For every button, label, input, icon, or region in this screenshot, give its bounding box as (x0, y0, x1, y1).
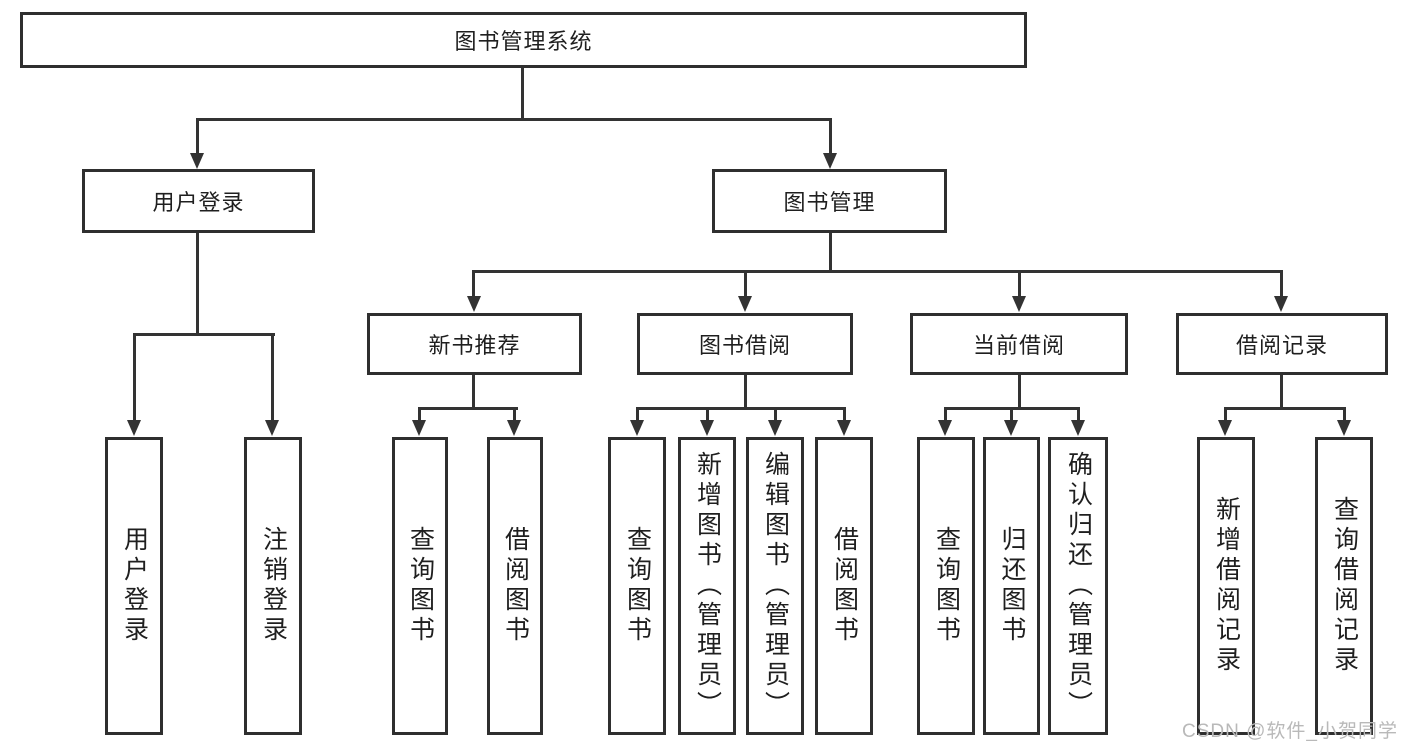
arrow-user-login-icon (190, 153, 204, 169)
node-book-management-label: 图书管理 (783, 190, 876, 215)
arrow-bb-borrow-icon (837, 420, 851, 436)
connector-bb-rail (636, 407, 846, 410)
connector-br-stem (1280, 375, 1283, 409)
arrow-bb-edit-icon (768, 420, 782, 436)
leaf-br-add-record-label: 新增借阅记录 (1212, 496, 1241, 676)
leaf-logout: 注销登录 (244, 437, 302, 735)
leaf-nb-borrow-books-label: 借阅图书 (501, 526, 530, 646)
leaf-nb-borrow-books: 借阅图书 (487, 437, 543, 735)
arrow-borrow-record-icon (1274, 296, 1288, 312)
arrow-br-add-icon (1218, 420, 1232, 436)
leaf-bb-edit-books-admin: 编辑图书（管理员） (746, 437, 804, 735)
leaf-bb-query-books: 查询图书 (608, 437, 666, 735)
connector-cb-confirm-drop (1077, 407, 1080, 421)
leaf-br-query-record-label: 查询借阅记录 (1330, 496, 1359, 676)
connector-br-query-drop (1343, 407, 1346, 421)
arrow-cb-confirm-icon (1071, 420, 1085, 436)
connector-cb-return-drop (1010, 407, 1013, 421)
connector-root-stem (521, 68, 524, 120)
leaf-bb-add-books-admin: 新增图书（管理员） (678, 437, 736, 735)
connector-br-rail (1224, 407, 1346, 410)
connector-book-mgmt-drop (829, 118, 832, 154)
arrow-leaf-login-icon (127, 420, 141, 436)
node-library-system-label: 图书管理系统 (454, 29, 593, 54)
node-user-login-label: 用户登录 (152, 190, 245, 215)
leaf-cb-confirm-return-admin-label: 确认归还（管理员） (1064, 451, 1093, 721)
connector-level3-rail (472, 270, 1283, 273)
connector-cb-query-drop (944, 407, 947, 421)
connector-bb-borrow-drop (843, 407, 846, 421)
arrow-new-book-icon (467, 296, 481, 312)
leaf-bb-add-books-admin-label: 新增图书（管理员） (693, 451, 722, 721)
node-book-borrow-label: 图书借阅 (698, 333, 791, 358)
leaf-bb-edit-books-admin-label: 编辑图书（管理员） (761, 451, 790, 721)
watermark: CSDN @软件_小贺同学 (1182, 721, 1398, 742)
connector-bb-stem (744, 375, 747, 409)
node-new-book-recommend: 新书推荐 (367, 313, 582, 375)
arrow-leaf-logout-icon (265, 420, 279, 436)
arrow-bb-query-icon (630, 420, 644, 436)
connector-nb-borrow-drop (513, 407, 516, 421)
leaf-bb-query-books-label: 查询图书 (623, 526, 652, 646)
connector-current-borrow-drop (1018, 270, 1021, 298)
connector-user-login-stem (196, 233, 199, 336)
connector-bb-query-drop (636, 407, 639, 421)
arrow-book-mgmt-icon (823, 153, 837, 169)
connector-bb-edit-drop (774, 407, 777, 421)
connector-leaf-login-drop (133, 333, 136, 420)
node-library-system: 图书管理系统 (20, 12, 1027, 68)
connector-borrow-record-drop (1280, 270, 1283, 298)
node-book-management: 图书管理 (712, 169, 947, 233)
leaf-nb-query-books: 查询图书 (392, 437, 448, 735)
leaf-logout-label: 注销登录 (259, 526, 288, 646)
node-user-login: 用户登录 (82, 169, 315, 233)
node-current-borrow: 当前借阅 (910, 313, 1128, 375)
node-borrow-record: 借阅记录 (1176, 313, 1388, 375)
arrow-cb-return-icon (1004, 420, 1018, 436)
leaf-cb-return-books-label: 归还图书 (998, 526, 1026, 646)
arrow-nb-borrow-icon (507, 420, 521, 436)
node-current-borrow-label: 当前借阅 (972, 333, 1065, 358)
leaf-br-query-record: 查询借阅记录 (1315, 437, 1373, 735)
node-new-book-recommend-label: 新书推荐 (428, 333, 521, 358)
arrow-book-borrow-icon (738, 296, 752, 312)
leaf-br-add-record: 新增借阅记录 (1197, 437, 1255, 735)
node-book-borrow: 图书借阅 (637, 313, 853, 375)
connector-user-login-drop (196, 118, 199, 154)
connector-leaf-logout-drop (271, 333, 274, 420)
arrow-current-borrow-icon (1012, 296, 1026, 312)
leaf-user-login-label: 用户登录 (120, 526, 149, 646)
connector-book-mgmt-stem (829, 233, 832, 272)
connector-user-login-rail (133, 333, 275, 336)
arrow-cb-query-icon (938, 420, 952, 436)
arrow-bb-add-icon (700, 420, 714, 436)
connector-nb-rail (418, 407, 518, 410)
leaf-cb-query-books-label: 查询图书 (932, 526, 961, 646)
arrow-nb-query-icon (412, 420, 426, 436)
connector-cb-stem (1018, 375, 1021, 409)
leaf-cb-confirm-return-admin: 确认归还（管理员） (1048, 437, 1108, 735)
leaf-bb-borrow-books-label: 借阅图书 (830, 526, 859, 646)
leaf-bb-borrow-books: 借阅图书 (815, 437, 873, 735)
connector-bb-add-drop (706, 407, 709, 421)
leaf-user-login: 用户登录 (105, 437, 163, 735)
connector-book-borrow-drop (744, 270, 747, 298)
arrow-br-query-icon (1337, 420, 1351, 436)
connector-nb-stem (472, 375, 475, 409)
connector-br-add-drop (1224, 407, 1227, 421)
connector-level2-rail (196, 118, 832, 121)
leaf-cb-query-books: 查询图书 (917, 437, 975, 735)
leaf-nb-query-books-label: 查询图书 (406, 526, 435, 646)
connector-nb-query-drop (418, 407, 421, 421)
connector-new-book-drop (472, 270, 475, 298)
node-borrow-record-label: 借阅记录 (1235, 333, 1328, 358)
leaf-cb-return-books: 归还图书 (983, 437, 1040, 735)
